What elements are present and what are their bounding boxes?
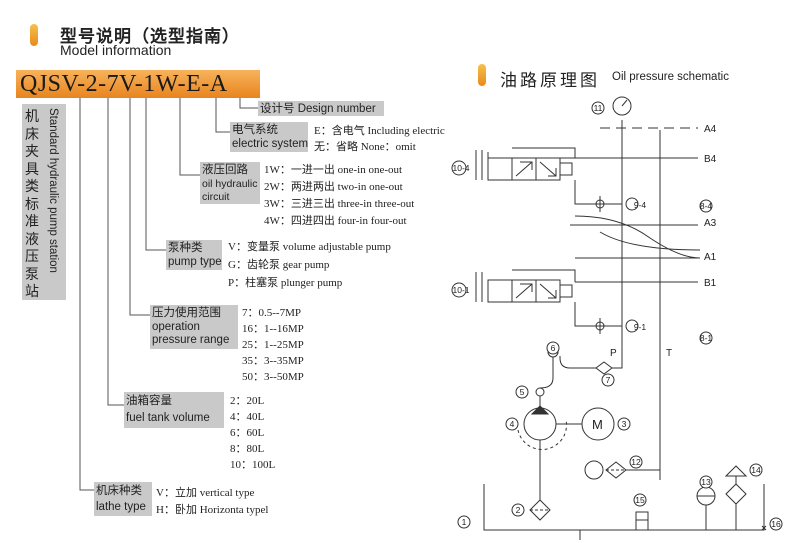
pressure-option: 7：0.5--7MP <box>242 307 301 319</box>
vertical-label-en-box <box>44 104 66 300</box>
pressure-option: 25：1--25MP <box>242 339 304 351</box>
callout-15: 15 <box>635 495 645 505</box>
port-b1: B1 <box>704 278 717 289</box>
tank-option: 4：40L <box>230 411 265 423</box>
pump-type-box <box>166 240 222 270</box>
callout-4: 4 <box>510 419 515 429</box>
lathe-option: H：卧加 Horizonta typel <box>156 504 269 516</box>
port-a4: A4 <box>704 124 717 135</box>
pump-type-label-en: pump type <box>168 256 222 268</box>
circuit-option: 4W：四进四出 four-in four-out <box>264 215 407 227</box>
callout-2: 2 <box>516 505 521 515</box>
callout-3: 3 <box>622 419 627 429</box>
lathe-type-label-cn: 机床种类 <box>96 485 142 497</box>
callout-9-4: 9-4 <box>634 200 647 210</box>
callout-8-1: 8-1 <box>700 333 713 343</box>
design-number-box <box>258 101 384 116</box>
model-code: QJSV-2-7V-1W-E-A <box>20 71 228 97</box>
pressure-range-label-cn: 压力使用范围 <box>152 307 221 319</box>
pressure-option: 50：3--50MP <box>242 371 304 383</box>
schematic-title-cn: 油路原理图 <box>500 71 600 90</box>
tank-volume-box <box>124 392 224 428</box>
pressure-range-box <box>150 305 238 349</box>
callout-10-1: 10-1 <box>452 285 469 295</box>
tank-volume-label-cn: 油箱容量 <box>126 395 172 407</box>
electric-system-label-cn: 电气系统 <box>232 124 278 136</box>
model-bracket-lines <box>79 98 258 491</box>
tank-option: 8：80L <box>230 443 265 455</box>
circuit-option: 3W：三进三出 three-in three-out <box>264 198 415 210</box>
vertical-label-cn: 机床夹具类标准液压泵站 <box>25 108 39 299</box>
hydraulic-schematic: 11 9-4 9-1 10-4 10-1 6 7 5 4 3 2 12 13 1… <box>451 96 783 540</box>
electric-system-box <box>230 122 308 152</box>
circuit-option: 1W：一进一出 one-in one-out <box>264 164 403 176</box>
port-a3: A3 <box>704 218 717 229</box>
circuit-label-cn: 液压回路 <box>202 164 248 176</box>
pressure-option: 16：1--16MP <box>242 323 304 335</box>
page-title-en: Model information <box>60 42 172 58</box>
lathe-type-box <box>94 482 152 516</box>
schematic-bullet-icon <box>478 64 486 86</box>
page-title-cn: 型号说明（选型指南） <box>60 27 240 46</box>
circuit-option: 2W：两进两出 two-in one-out <box>264 181 403 193</box>
title-bullet-icon <box>30 24 38 46</box>
tank-option: 2：20L <box>230 395 265 407</box>
pressure-option: 35：3--35MP <box>242 355 304 367</box>
callout-10-4: 10-4 <box>452 163 469 173</box>
tank-option: 10：100L <box>230 459 276 471</box>
circuit-label-en-1: oil hydraulic <box>202 178 258 190</box>
callout-7: 7 <box>606 375 611 385</box>
pump-option: P：柱塞泵 plunger pump <box>228 277 343 289</box>
pump-option: G：齿轮泵 gear pump <box>228 259 330 271</box>
tank-option: 6：60L <box>230 427 265 439</box>
callout-5: 5 <box>520 387 525 397</box>
pump-type-label-cn: 泵种类 <box>168 242 203 254</box>
port-a1: A1 <box>704 252 717 263</box>
electric-option: 无：省略 None：omit <box>314 141 416 153</box>
callout-1: 1 <box>462 517 467 527</box>
tank-volume-label-en: fuel tank volume <box>126 412 210 424</box>
vertical-label-en: Standard hydraulic pump station <box>47 108 59 273</box>
design-number-label: 设计号 Design number <box>260 103 376 115</box>
circuit-label-en-2: circuit <box>202 191 230 203</box>
pressure-range-label-en-2: pressure range <box>152 334 230 346</box>
callout-13: 13 <box>701 477 711 487</box>
callout-14: 14 <box>751 465 761 475</box>
lathe-option: V：立加 vertical type <box>156 487 255 499</box>
vertical-label-cn-box <box>22 104 44 300</box>
callout-8-4: 8-4 <box>700 201 713 211</box>
model-code-bar <box>16 70 260 98</box>
circuit-box <box>200 162 260 204</box>
callout-16: 16 <box>771 519 781 529</box>
electric-system-label-en: electric system <box>232 138 309 150</box>
motor-label: M <box>592 417 603 432</box>
lathe-type-label-en: lathe type <box>96 501 146 513</box>
callout-9-1: 9-1 <box>634 322 647 332</box>
callout-6: 6 <box>551 343 556 353</box>
port-b4: B4 <box>704 154 717 165</box>
callout-12: 12 <box>631 457 641 467</box>
pressure-range-label-en-1: operation <box>152 321 200 333</box>
port-p: P <box>610 348 617 359</box>
callout-11: 11 <box>594 103 603 113</box>
port-t: T <box>666 348 672 359</box>
schematic-title-en: Oil pressure schematic <box>612 71 729 83</box>
pump-option: V：变量泵 volume adjustable pump <box>228 241 391 253</box>
electric-option: E：含电气 Including electric <box>314 125 445 137</box>
